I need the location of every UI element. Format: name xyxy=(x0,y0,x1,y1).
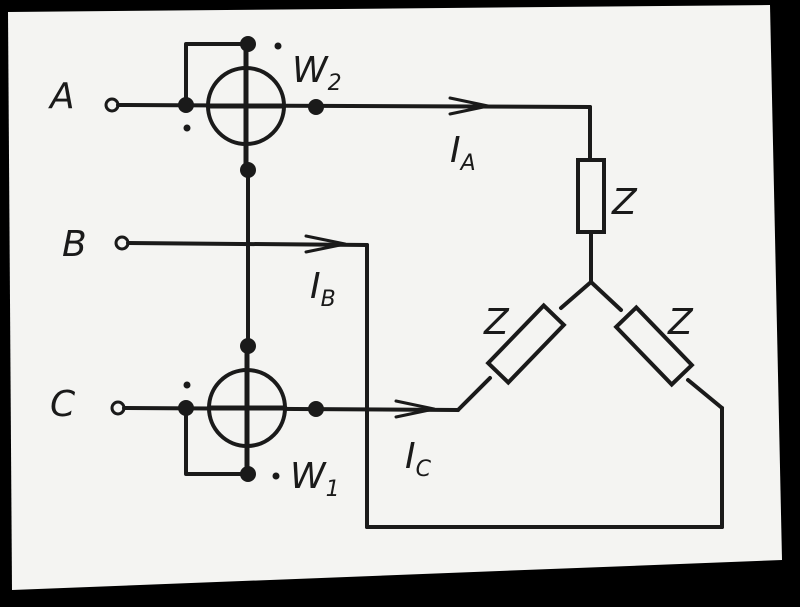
impedance-za-label: Z xyxy=(611,182,638,223)
arrow-ib-icon xyxy=(304,234,347,254)
polarity-dot-icon xyxy=(274,42,282,50)
line-a xyxy=(104,96,592,162)
line-b xyxy=(114,234,724,529)
impedance-zc-label: Z xyxy=(483,302,510,343)
terminal-a-label: A xyxy=(48,76,75,117)
terminal-c-label: C xyxy=(50,384,76,425)
terminal-b-label: B xyxy=(62,224,87,265)
wattmeter-w2-label: W2 xyxy=(292,50,342,96)
arrow-ia-icon xyxy=(448,96,490,116)
polarity-dot-icon xyxy=(183,381,191,389)
polarity-dot-icon xyxy=(272,472,280,480)
wattmeter-w1 xyxy=(178,338,324,482)
current-ib-label: IB xyxy=(310,266,336,312)
star-load xyxy=(456,158,724,412)
paper-background xyxy=(8,5,782,590)
current-ic-label: IC xyxy=(405,436,432,482)
wattmeter-w1-label: W1 xyxy=(290,456,340,502)
arrow-ic-icon xyxy=(394,399,436,419)
impedance-zb-icon xyxy=(613,304,695,388)
wattmeter-w2 xyxy=(178,36,324,178)
impedance-zc-icon xyxy=(485,302,567,386)
polarity-dot-icon xyxy=(183,124,191,132)
impedance-za-icon xyxy=(576,158,606,234)
impedance-zb-label: Z xyxy=(667,302,694,343)
current-ia-label: IA xyxy=(450,130,476,176)
